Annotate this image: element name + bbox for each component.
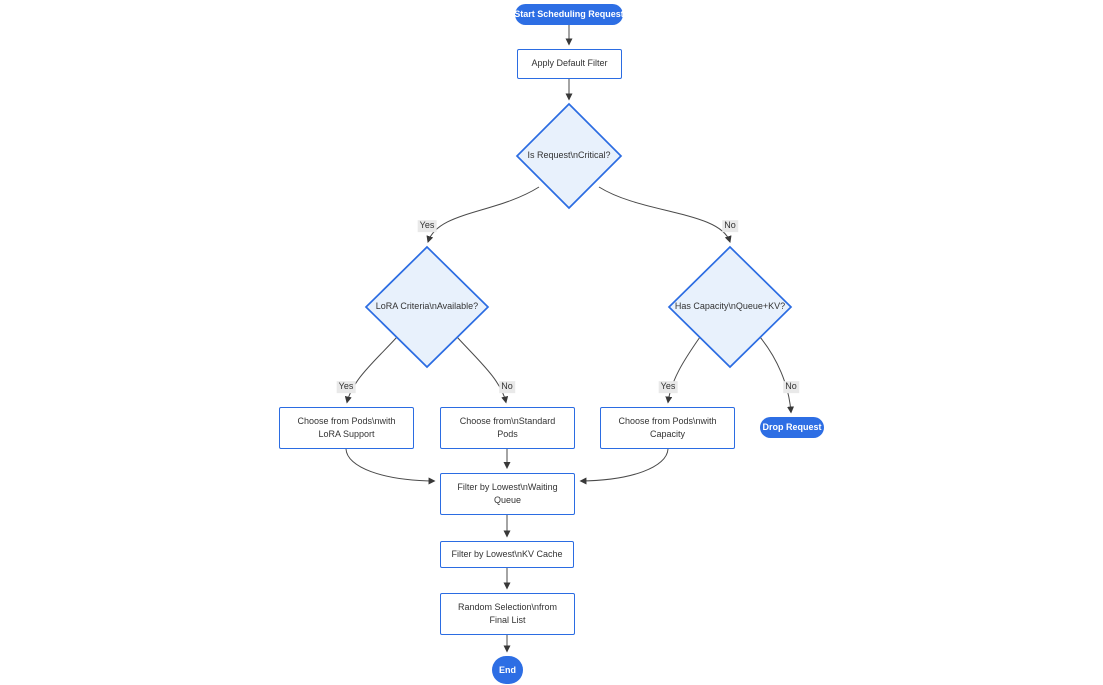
edge-capacity-no — [759, 336, 795, 414]
edge-label-capacity-yes: Yes — [658, 381, 678, 393]
node-drop-request: Drop Request — [760, 417, 824, 438]
node-has-capacity-queue-kv-label: Has Capacity\nQueue+KV? — [674, 301, 786, 312]
node-start: Start Scheduling Request — [514, 4, 624, 25]
node-is-request-critical-label: Is Request\nCritical? — [527, 150, 611, 161]
node-lora-criteria-available-label: LoRA Criteria\nAvailable? — [375, 301, 479, 312]
node-choose-pods-capacity: Choose from Pods\nwith Capacity — [600, 407, 735, 449]
node-choose-standard-pods: Choose from\nStandard Pods — [440, 407, 575, 449]
edge-label-lora-yes: Yes — [336, 381, 356, 393]
edge-capacitypods-to-filterqueue — [579, 448, 669, 485]
edge-label-capacity-no: No — [783, 381, 799, 393]
node-filter-lowest-kv-cache: Filter by Lowest\nKV Cache — [440, 541, 574, 568]
edge-critical-yes — [426, 186, 540, 243]
edge-lora-no — [456, 336, 509, 404]
edge-label-lora-no: No — [499, 381, 515, 393]
edge-capacity-yes — [665, 336, 701, 404]
edge-critical-no — [598, 186, 732, 243]
decision-diamond-has-capacity — [667, 245, 793, 369]
node-end: End — [492, 656, 523, 684]
edge-label-critical-yes: Yes — [417, 220, 437, 232]
node-filter-lowest-waiting-queue: Filter by Lowest\nWaiting Queue — [440, 473, 575, 515]
node-apply-default-filter: Apply Default Filter — [517, 49, 622, 79]
node-choose-pods-lora-support: Choose from Pods\nwith LoRA Support — [279, 407, 414, 449]
edge-lorapods-to-filterqueue — [345, 448, 436, 485]
node-random-selection-final-list: Random Selection\nfrom Final List — [440, 593, 575, 635]
edge-lora-yes — [344, 336, 398, 404]
decision-diamond-lora-criteria — [364, 245, 490, 369]
edge-label-critical-no: No — [722, 220, 738, 232]
decision-diamond-is-critical — [515, 102, 623, 210]
